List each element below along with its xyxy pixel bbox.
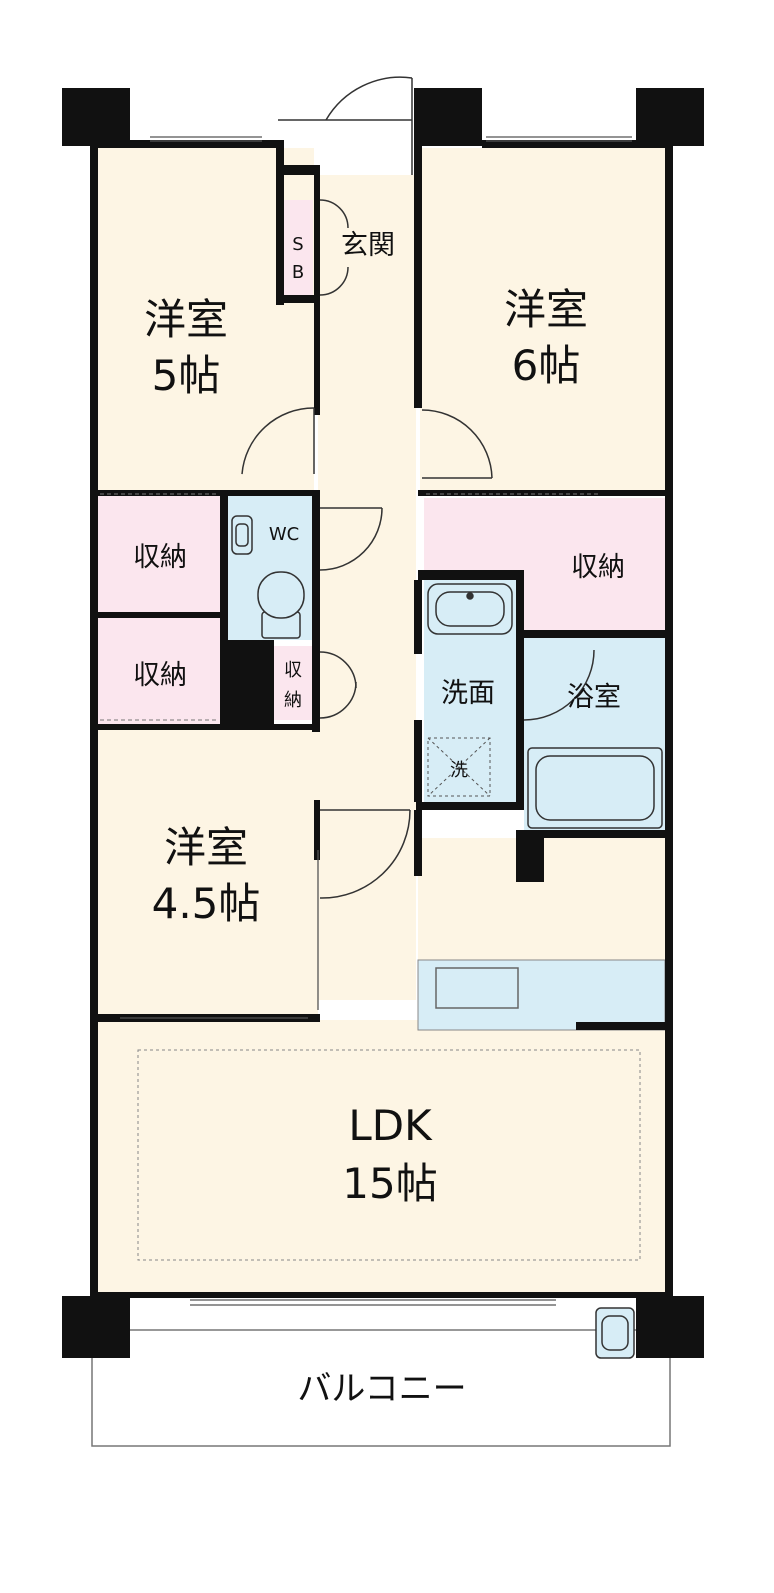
storage-left-upper-label: 収納 [133,542,187,573]
storage-left-lower-fill [98,618,220,724]
hallway-fill [318,175,416,1000]
storage-small-label-2: 納 [284,690,302,711]
shoe-box-fill [283,200,313,295]
storage-small-label-1: 収 [284,660,302,681]
washroom-label: 洗面 [441,678,495,709]
closet-sliding-doors [100,493,600,721]
door-swings [241,76,595,899]
bathtub-icon [527,747,663,829]
ldk-fill [98,1020,665,1296]
wc-label: WC [269,524,299,545]
washer-label: 洗 [450,760,468,781]
room-western-4-5-label: 洋室 [164,823,248,872]
kitchen-sink [435,967,519,1009]
room-western-6-fill [420,148,665,492]
room-western-5-size: 5帖 [152,351,221,400]
shoe-box-label-1: S [292,234,303,255]
balcony-area [91,1329,671,1447]
storage-left-upper-fill [98,496,220,612]
washer-pan-icon [427,737,491,797]
walls [62,88,704,1358]
storage-left-lower-label: 収納 [133,660,187,691]
balcony-faucet-icon [595,1307,635,1359]
shoe-box-label-2: B [292,262,304,283]
room-western-6-label: 洋室 [504,285,588,334]
ldk-label: LDK [348,1101,433,1150]
room-western-5-label: 洋室 [144,295,228,344]
room-western-4-5-fill [98,730,318,1016]
washbasin-icon [427,583,513,635]
entrance-label: 玄関 [341,230,395,261]
toilet-icon [257,571,305,639]
entrance-fill [318,175,416,305]
room-western-6-size: 6帖 [512,341,581,390]
storage-right-label: 収納 [571,552,625,583]
bathroom-label: 浴室 [567,682,621,713]
ldk-size: 15帖 [342,1159,437,1208]
storage-small-fill [274,646,312,720]
balcony-label: バルコニー [297,1369,466,1409]
hand-sink-icon [231,515,253,555]
windows [120,136,632,1306]
ldk-dotted-area [137,1049,641,1261]
room-western-4-5-size: 4.5帖 [152,879,261,928]
